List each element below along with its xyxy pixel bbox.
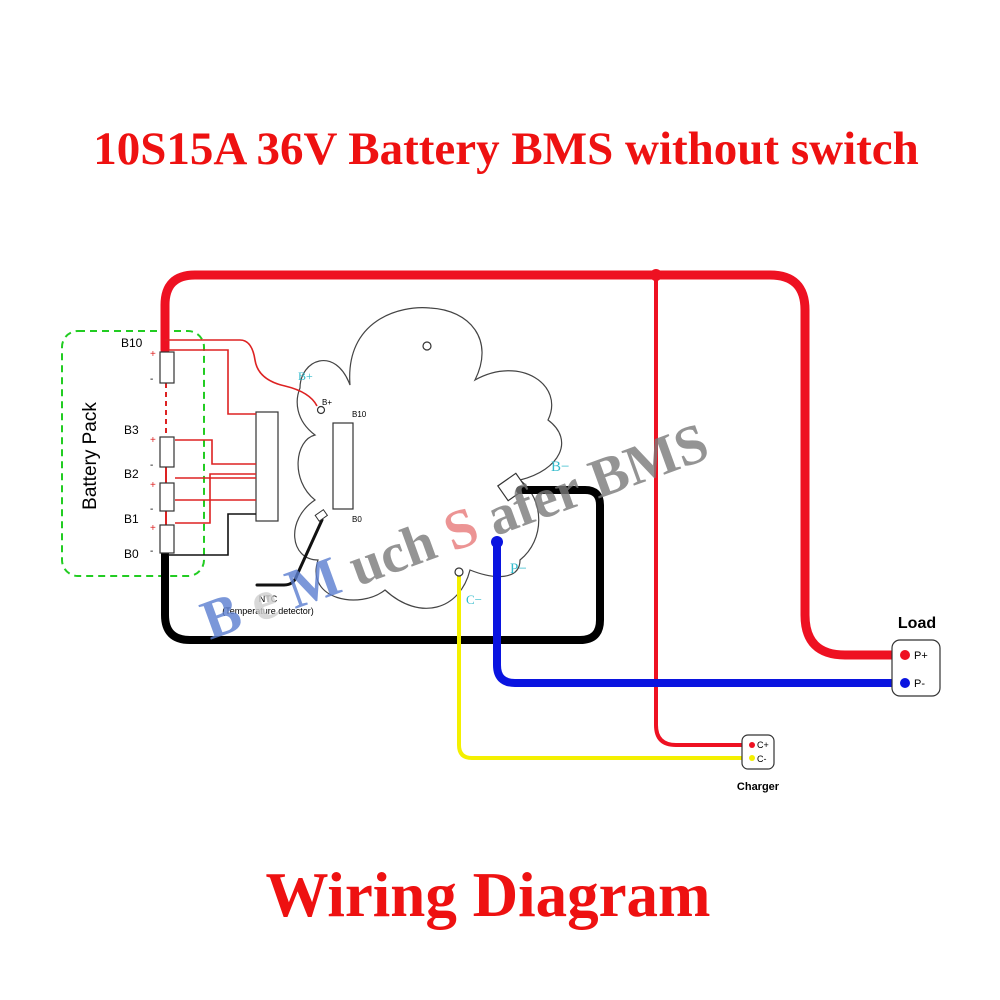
cell-label-b10: B10 — [121, 336, 143, 350]
load-p-plus-terminal — [900, 650, 910, 660]
cell-minus-b10: - — [150, 374, 153, 385]
sense-wire-b10 — [168, 349, 256, 415]
bms-b-plus-wire-label: B+ — [298, 369, 313, 383]
charger-c-plus-label: C+ — [757, 740, 769, 750]
cell-label-b0: B0 — [124, 547, 139, 561]
bms-b-minus-pad — [496, 472, 528, 502]
sense-wire-b0-black — [168, 513, 256, 556]
p-minus-wire — [493, 538, 909, 687]
c-minus-wire — [457, 570, 754, 760]
diagram-footer: Wiring Diagram — [265, 860, 710, 930]
cell-b10 — [159, 351, 175, 384]
bms-p-minus-label: P− — [510, 561, 527, 577]
charger-c-plus-terminal — [749, 742, 755, 748]
bms-mounting-hole — [422, 341, 432, 351]
balance-sense-wires — [165, 339, 318, 524]
load-p-minus-label: P- — [914, 678, 925, 690]
sense-wire-b3 — [175, 439, 256, 465]
load-title: Load — [898, 615, 936, 632]
b-minus-wire — [161, 486, 604, 644]
ntc-connector — [314, 508, 329, 522]
bms-balance-header — [332, 422, 354, 510]
bms-c-minus-label: C− — [466, 592, 482, 607]
cell-minus-b1: - — [150, 546, 153, 557]
watermark-letter: M — [278, 545, 349, 621]
charger-positive-wire — [654, 273, 754, 747]
sense-wire-b0 — [175, 473, 256, 524]
watermark-letter: afer — [478, 458, 589, 549]
cell-label-b1: B1 — [124, 512, 139, 526]
cell-b3 — [159, 436, 175, 468]
battery-pack-outline — [61, 330, 205, 577]
bms-header-top-label: B10 — [352, 410, 367, 419]
bms-header-bottom-label: B0 — [352, 515, 362, 524]
bms-b-plus-pad — [316, 405, 326, 415]
load-p-plus-label: P+ — [914, 650, 928, 662]
diagram-title: 10S15A 36V Battery BMS without switch — [93, 123, 919, 175]
ntc-sublabel: (Temperature detector) — [222, 606, 314, 616]
charger-c-minus-label: C- — [757, 754, 767, 764]
cell-plus-b2: + — [150, 480, 156, 491]
cell-label-b2: B2 — [124, 467, 139, 481]
battery-cells — [159, 351, 175, 554]
cell-b1 — [159, 524, 175, 554]
cell-minus-b2: - — [150, 504, 153, 515]
load-p-minus-terminal — [900, 678, 910, 688]
charger-c-minus-terminal — [749, 755, 755, 761]
cell-label-b3: B3 — [124, 423, 139, 437]
charger-title: Charger — [737, 781, 780, 793]
ntc-label: NTC — [259, 594, 278, 604]
cell-minus-b3: - — [150, 460, 153, 471]
watermark-letter: BMS — [581, 411, 716, 511]
bms-b-plus-pad-label: B+ — [322, 398, 332, 407]
positive-wire-junction — [650, 269, 662, 281]
bms-b-minus-label: B− — [551, 459, 569, 475]
cell-plus-b3: + — [150, 435, 156, 446]
cell-connector-block — [255, 411, 279, 522]
watermark: B e M uch S afer BMS — [193, 411, 716, 652]
sense-wire-b-plus — [165, 339, 318, 407]
cell-plus-b10: + — [150, 349, 156, 360]
positive-main-wire — [160, 270, 910, 660]
c-minus-pad — [454, 567, 464, 577]
battery-pack-label: Battery Pack — [80, 402, 101, 510]
cell-plus-b1: + — [150, 523, 156, 534]
cell-b2 — [159, 482, 175, 512]
ntc-wire — [255, 518, 324, 587]
watermark-letter: e — [242, 568, 287, 635]
p-minus-pad — [491, 536, 503, 548]
bms-board-outline — [294, 307, 563, 609]
watermark-letter: S — [436, 495, 486, 564]
